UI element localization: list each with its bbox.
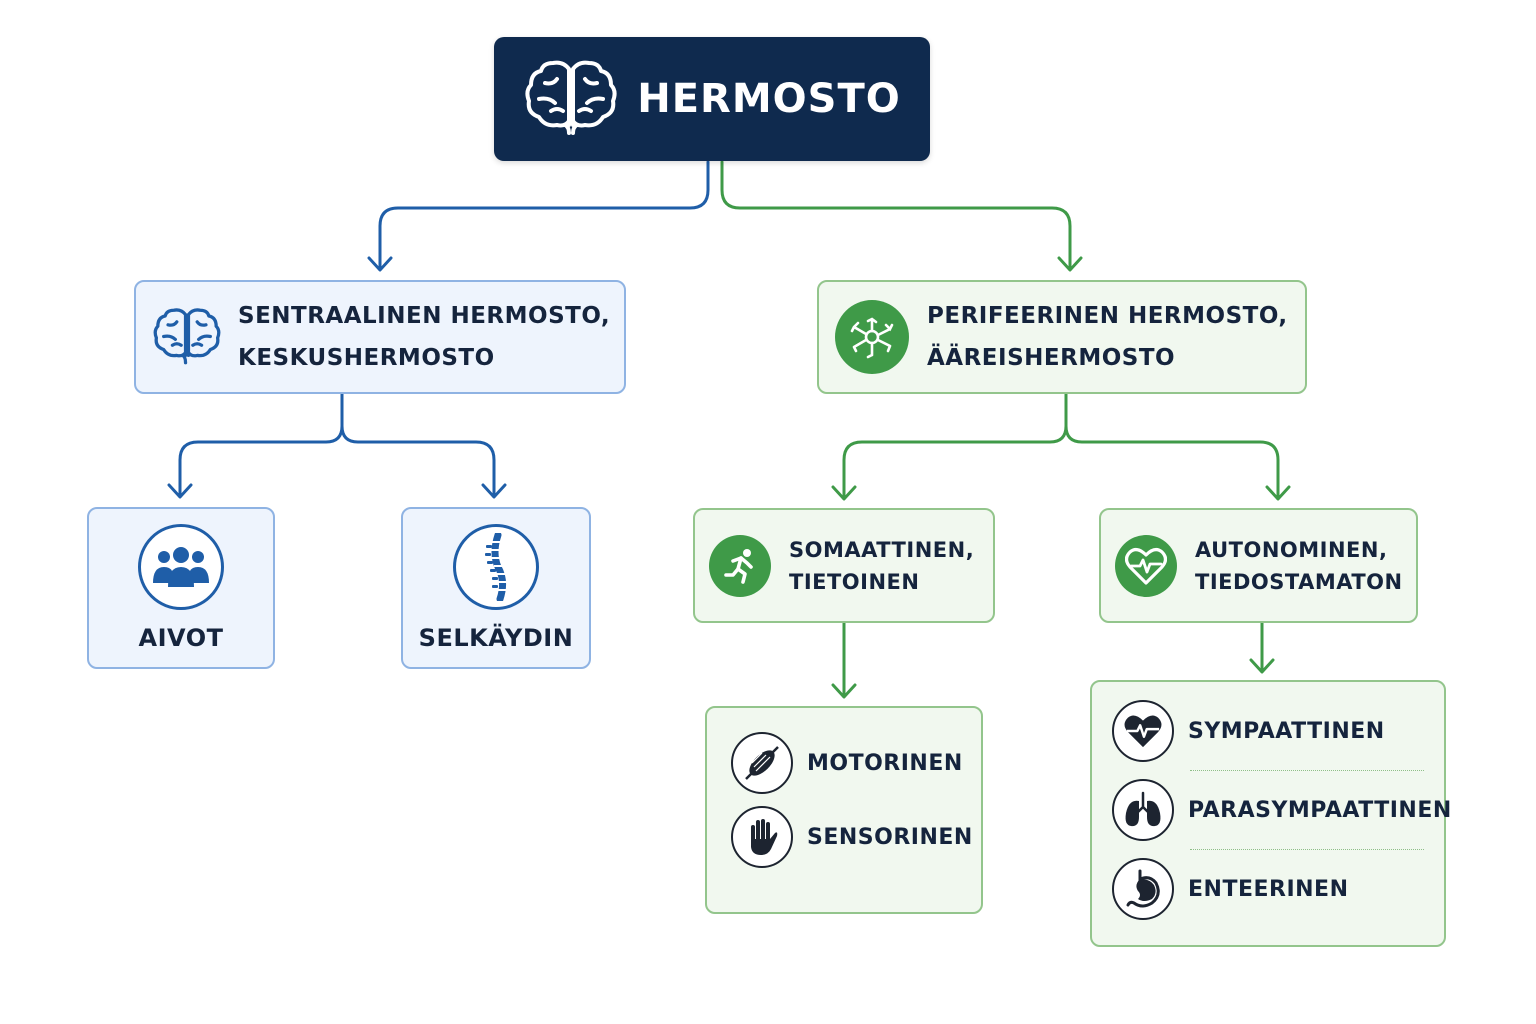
arrowhead-autonomic bbox=[1265, 485, 1291, 501]
arrowhead-aivot bbox=[167, 483, 193, 499]
aivot-label: AIVOT bbox=[138, 624, 224, 652]
autonomic-label: AUTONOMINEN, TIEDOSTAMATON bbox=[1195, 534, 1403, 598]
somatic-node: SOMAATTINEN, TIETOINEN bbox=[693, 508, 995, 623]
connector-pns-children bbox=[842, 392, 1280, 498]
people-icon bbox=[138, 524, 224, 610]
list-item-sensorinen: SENSORINEN bbox=[731, 806, 981, 868]
cns-line2: KESKUSHERMOSTO bbox=[238, 345, 495, 371]
heart-pulse-icon bbox=[1112, 700, 1174, 762]
arrowhead-somatic-list bbox=[831, 683, 857, 699]
sympaattinen-label: SYMPAATTINEN bbox=[1188, 718, 1385, 744]
list-item-enteerinen: ENTEERINEN bbox=[1112, 858, 1424, 920]
hand-icon bbox=[731, 806, 793, 868]
somatic-label: SOMAATTINEN, TIETOINEN bbox=[789, 534, 974, 598]
list-item-motorinen: MOTORINEN bbox=[731, 732, 981, 794]
root-node: HERMOSTO bbox=[494, 37, 930, 161]
aivot-node: AIVOT bbox=[87, 507, 275, 669]
brain-icon bbox=[523, 55, 619, 143]
arrowhead-autonomic-list bbox=[1249, 658, 1275, 674]
arrowhead-pns bbox=[1057, 256, 1083, 272]
autonomic-line1: AUTONOMINEN, bbox=[1195, 537, 1388, 562]
divider bbox=[1190, 849, 1424, 850]
selkaydin-label: SELKÄYDIN bbox=[418, 624, 574, 652]
autonomic-list: SYMPAATTINEN PARASYMPAATTINEN ENTEERINEN bbox=[1090, 680, 1451, 947]
pns-label: PERIFEERINEN HERMOSTO, ÄÄREISHERMOSTO bbox=[927, 295, 1288, 379]
enteerinen-label: ENTEERINEN bbox=[1188, 876, 1349, 902]
sensorinen-label: SENSORINEN bbox=[807, 824, 973, 850]
pns-line2: ÄÄREISHERMOSTO bbox=[927, 345, 1176, 371]
stomach-icon bbox=[1112, 858, 1174, 920]
somatic-line1: SOMAATTINEN, bbox=[789, 537, 975, 562]
autonomic-node: AUTONOMINEN, TIEDOSTAMATON bbox=[1099, 508, 1418, 623]
divider bbox=[1190, 770, 1424, 771]
root-title: HERMOSTO bbox=[637, 76, 901, 122]
parasympaattinen-label: PARASYMPAATTINEN bbox=[1188, 797, 1452, 823]
running-person-icon bbox=[709, 534, 771, 597]
cns-label: SENTRAALINEN HERMOSTO, KESKUSHERMOSTO bbox=[238, 295, 610, 379]
arrowhead-somatic bbox=[831, 485, 857, 501]
list-item-sympaattinen: SYMPAATTINEN bbox=[1112, 700, 1424, 762]
muscle-icon bbox=[731, 732, 793, 794]
selkaydin-node: SELKÄYDIN bbox=[401, 507, 591, 669]
pns-line1: PERIFEERINEN HERMOSTO, bbox=[927, 303, 1288, 329]
somatic-list: MOTORINEN SENSORINEN bbox=[705, 706, 983, 914]
somatic-line2: TIETOINEN bbox=[789, 569, 920, 594]
brain-icon bbox=[152, 300, 222, 374]
list-item-parasympaattinen: PARASYMPAATTINEN bbox=[1112, 779, 1451, 841]
motorinen-label: MOTORINEN bbox=[807, 750, 963, 776]
cns-node: SENTRAALINEN HERMOSTO, KESKUSHERMOSTO bbox=[134, 280, 626, 394]
connector-root-cns bbox=[378, 160, 710, 270]
lungs-icon bbox=[1112, 779, 1174, 841]
spine-icon bbox=[453, 524, 539, 610]
neuron-icon bbox=[835, 300, 909, 374]
connector-root-pns bbox=[720, 160, 1072, 270]
cns-line1: SENTRAALINEN HERMOSTO, bbox=[238, 303, 611, 329]
pns-node: PERIFEERINEN HERMOSTO, ÄÄREISHERMOSTO bbox=[817, 280, 1307, 394]
connector-cns-children bbox=[178, 392, 496, 496]
autonomic-line2: TIEDOSTAMATON bbox=[1195, 569, 1403, 594]
arrowhead-selkaydin bbox=[481, 483, 507, 499]
arrowhead-cns bbox=[367, 256, 393, 272]
heartbeat-icon bbox=[1115, 534, 1177, 597]
